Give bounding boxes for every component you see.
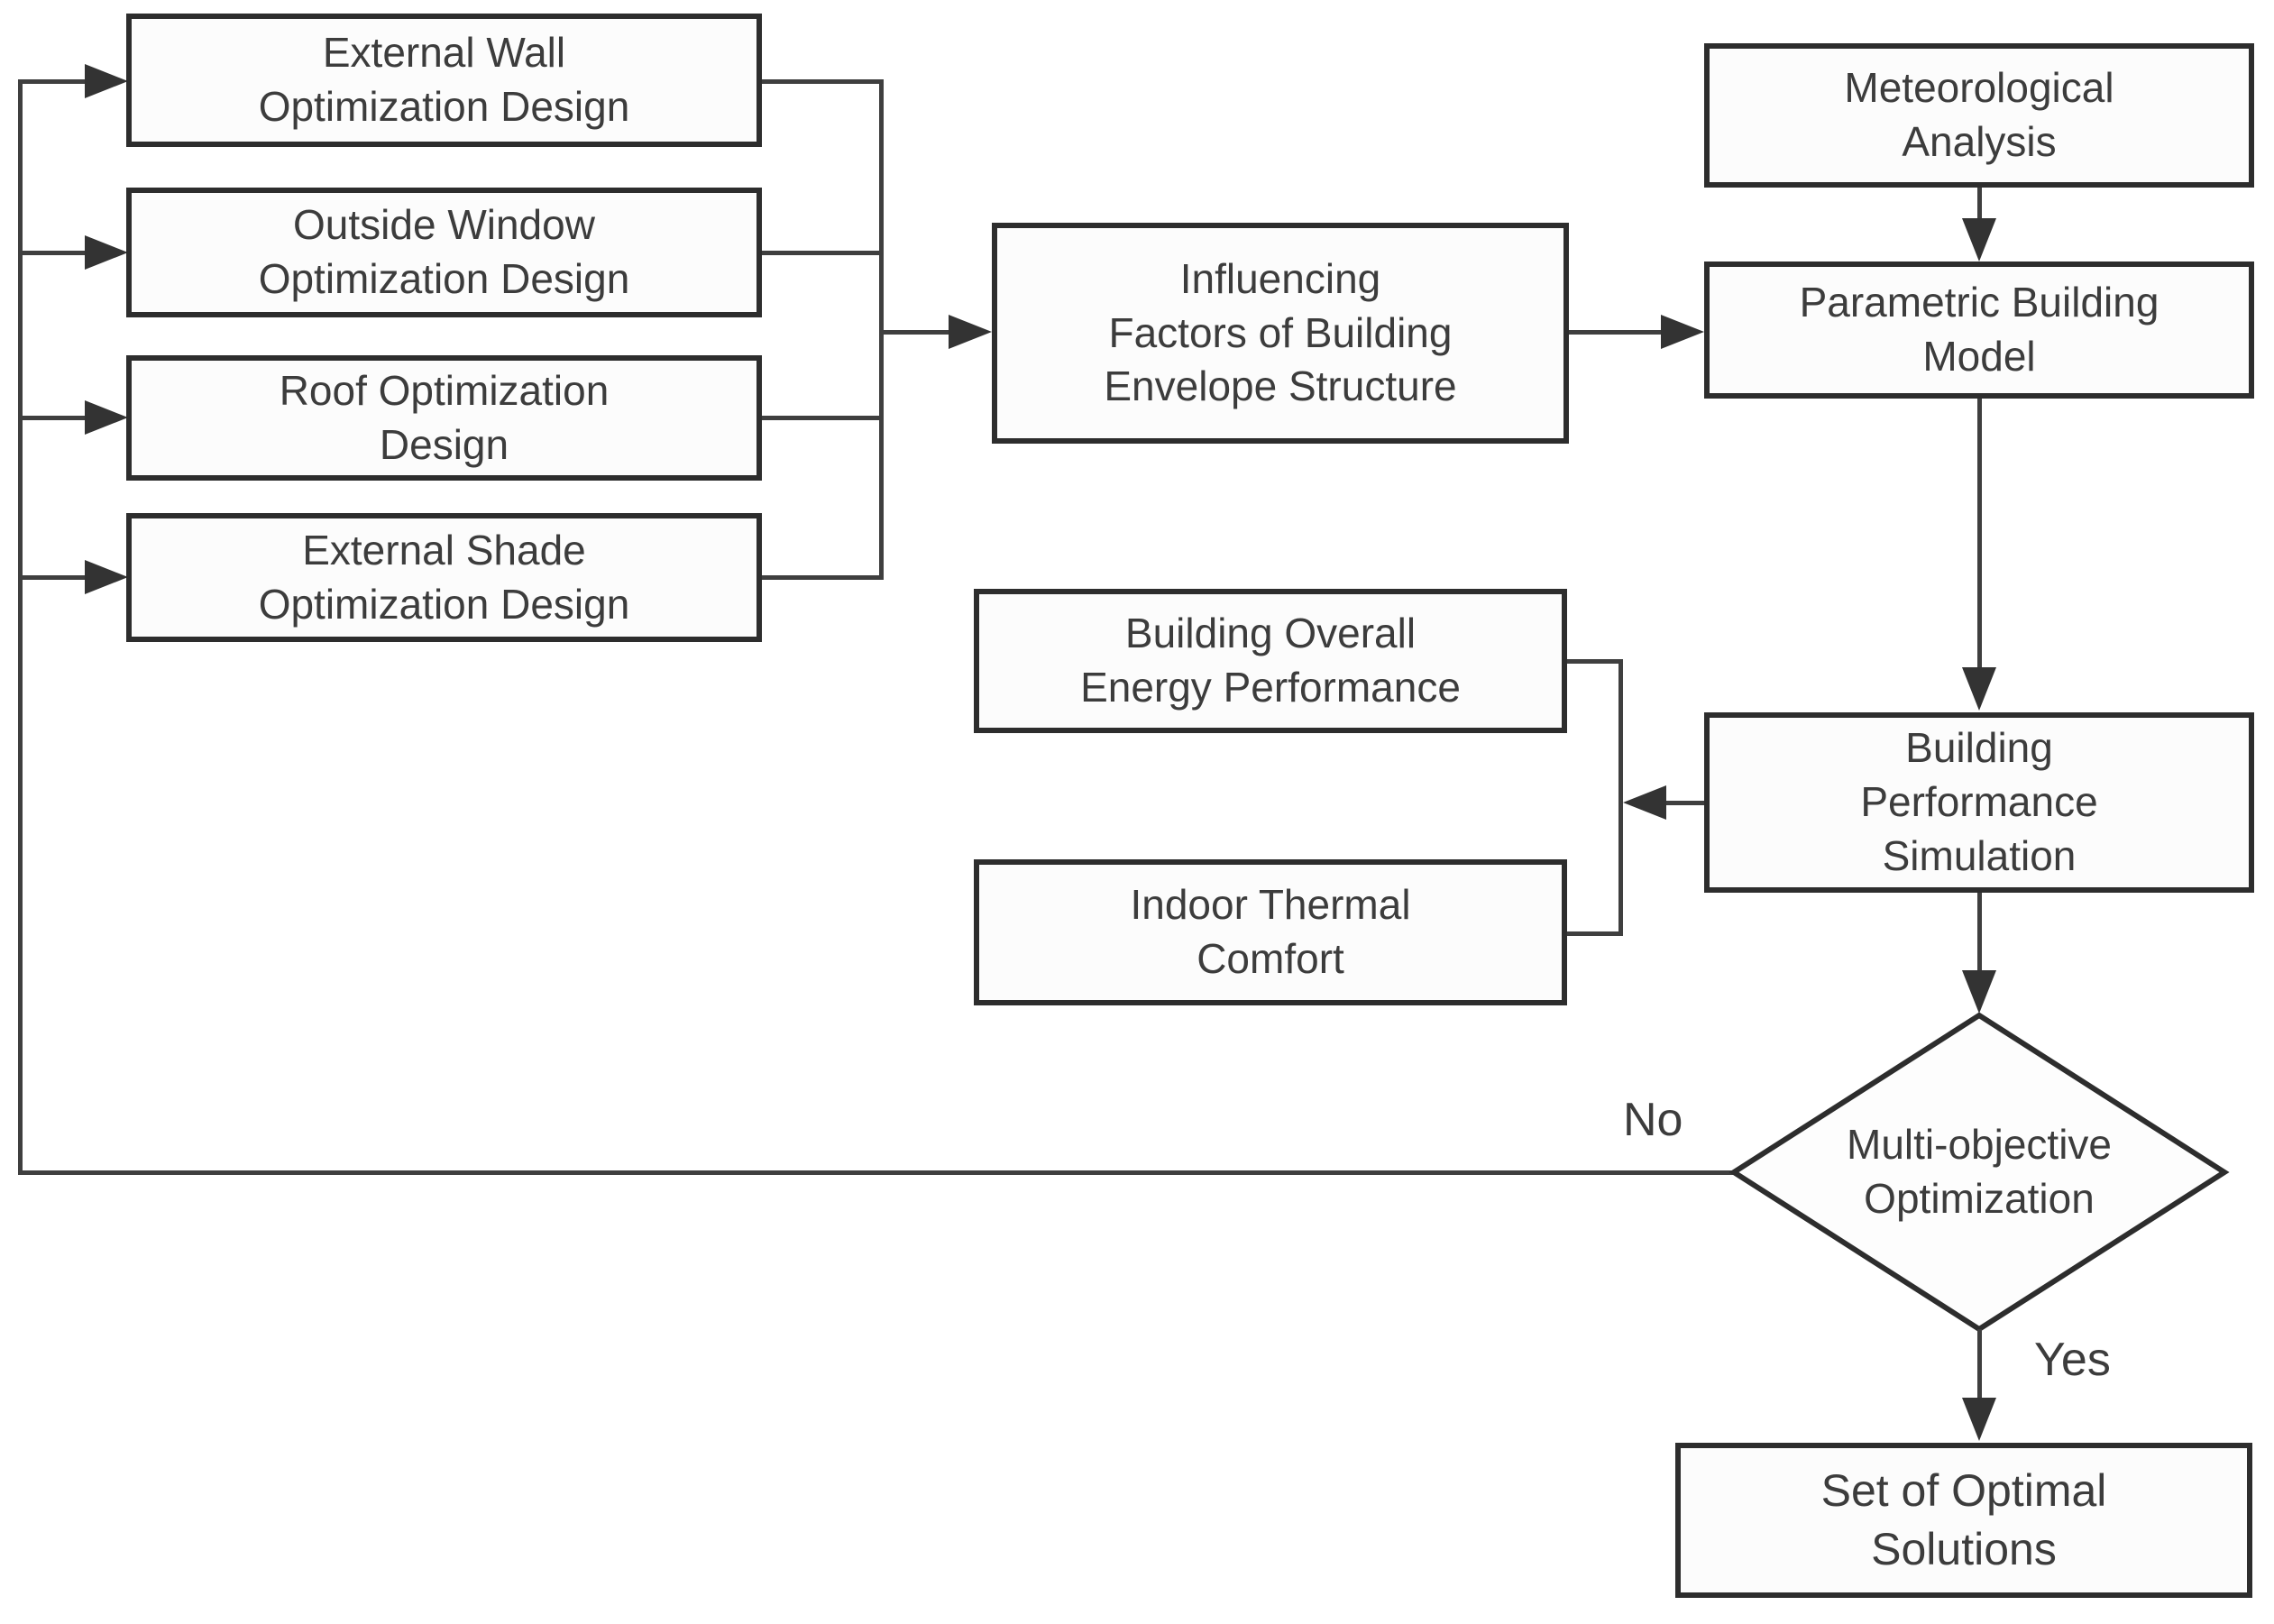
edge-branch-external-shade-line — [18, 575, 88, 580]
edge-branch-outside-window-line — [18, 251, 88, 255]
edge-outside-window-to-collector-line — [762, 251, 884, 255]
edge-results-bracket-line — [1618, 659, 1623, 936]
edge-bracket-to-energy-performance-line — [1567, 659, 1623, 664]
arrowhead-into-external-wall — [85, 64, 128, 98]
decision-multi-objective-optimization: Multi-objective Optimization — [1727, 1008, 2232, 1336]
arrowhead-into-parametric-model — [1661, 315, 1704, 349]
node-parametric-building-model: Parametric Building Model — [1704, 261, 2254, 399]
arrowhead-into-parametric-model-top — [1962, 218, 1996, 261]
edge-influencing-to-parametric-line — [1569, 330, 1661, 335]
arrowhead-into-results-bracket — [1623, 785, 1666, 820]
edge-external-wall-to-collector-line — [762, 79, 884, 84]
edge-decision-to-solutions-line — [1977, 1329, 1982, 1401]
node-indoor-thermal-comfort: Indoor Thermal Comfort — [974, 859, 1567, 1005]
node-influencing-factors: Influencing Factors of Building Envelope… — [992, 223, 1569, 444]
arrowhead-into-external-shade — [85, 560, 128, 594]
edge-no-loop-line — [18, 1170, 1736, 1175]
arrowhead-into-optimal-solutions — [1962, 1398, 1996, 1441]
label-yes: Yes — [2034, 1334, 2111, 1386]
arrowhead-into-performance-simulation — [1962, 667, 1996, 711]
node-building-overall-energy-performance: Building Overall Energy Performance — [974, 589, 1567, 733]
label-no: No — [1623, 1094, 1683, 1146]
arrowhead-into-outside-window — [85, 235, 128, 270]
edge-simulation-to-results-line — [1664, 801, 1704, 805]
edge-roof-to-collector-line — [762, 416, 884, 420]
node-external-shade-optimization-design: External Shade Optimization Design — [126, 513, 762, 642]
edge-parametric-to-simulation-line — [1977, 399, 1982, 671]
node-meteorological-analysis: Meteorological Analysis — [1704, 43, 2254, 188]
edge-simulation-to-decision-line — [1977, 893, 1982, 972]
edge-meteorological-to-parametric-line — [1977, 188, 1982, 222]
edge-bracket-to-thermal-comfort-line — [1567, 931, 1623, 936]
node-external-wall-optimization-design: External Wall Optimization Design — [126, 14, 762, 147]
edge-external-shade-to-collector-line — [762, 575, 884, 580]
arrowhead-into-decision — [1962, 970, 1996, 1014]
node-set-of-optimal-solutions: Set of Optimal Solutions — [1675, 1443, 2252, 1598]
arrowhead-into-roof — [85, 400, 128, 435]
edge-collector-line — [879, 79, 884, 580]
node-outside-window-optimization-design: Outside Window Optimization Design — [126, 188, 762, 317]
edge-collector-to-influencing-line — [879, 330, 953, 335]
arrowhead-into-influencing-factors — [949, 315, 992, 349]
edge-branch-roof-line — [18, 416, 88, 420]
node-roof-optimization-design: Roof Optimization Design — [126, 355, 762, 481]
edge-feedback-trunk-line — [18, 81, 23, 1175]
edge-branch-external-wall-line — [18, 79, 88, 84]
decision-label: Multi-objective Optimization — [1847, 1121, 2112, 1222]
node-building-performance-simulation: Building Performance Simulation — [1704, 712, 2254, 893]
